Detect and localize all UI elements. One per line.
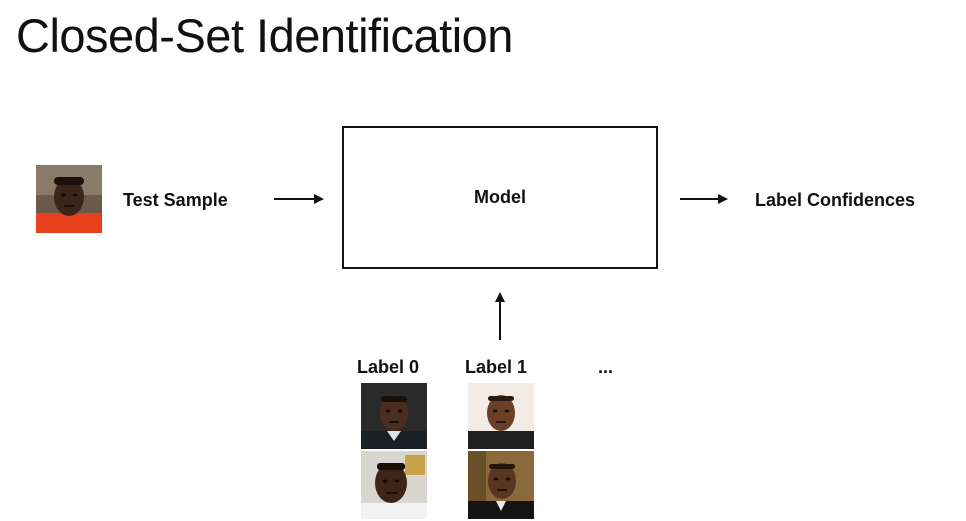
gallery-ellipsis: ... (598, 357, 614, 377)
output-label: Label Confidences (755, 190, 916, 210)
label-0-photo-2 (361, 451, 427, 519)
model-label: Model (474, 187, 526, 207)
test-sample-photo (36, 165, 102, 233)
arrow-to-output-icon (680, 194, 728, 204)
model-box: Model (342, 126, 658, 269)
label-1-photo-2 (468, 451, 534, 519)
label-1-photo-1 (468, 383, 534, 449)
label-0-photo-1 (361, 383, 427, 449)
arrow-to-model-icon (274, 194, 324, 204)
arrow-up-icon (495, 292, 505, 340)
page-title: Closed-Set Identification (16, 9, 513, 62)
test-sample-label: Test Sample (123, 190, 228, 210)
gallery-label-0: Label 0 (357, 357, 420, 377)
gallery-label-1: Label 1 (465, 357, 528, 377)
